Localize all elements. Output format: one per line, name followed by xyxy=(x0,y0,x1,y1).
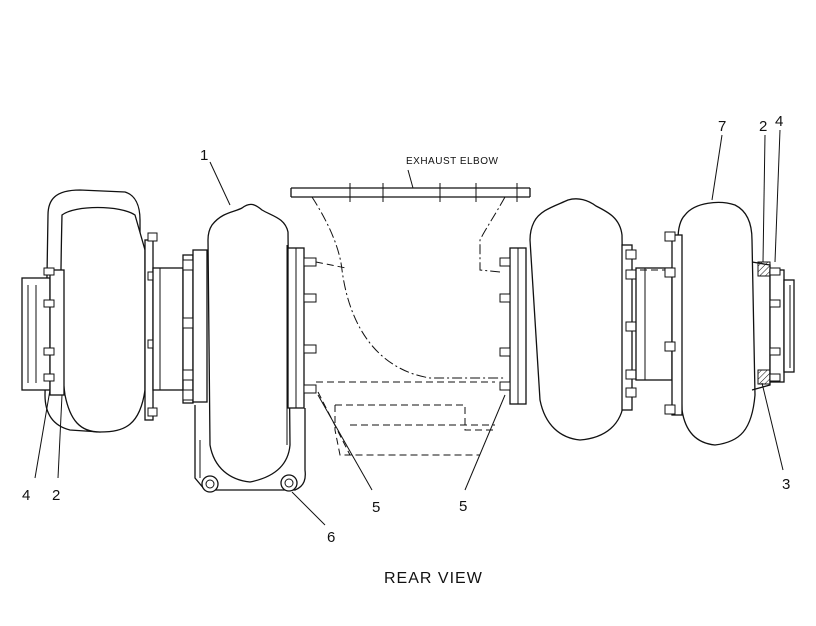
callout-3: 3 xyxy=(782,476,790,493)
view-title: REAR VIEW xyxy=(384,570,483,587)
callout-2-left: 2 xyxy=(52,487,60,504)
callout-7: 7 xyxy=(718,118,726,135)
callout-1: 1 xyxy=(200,147,208,164)
callout-5-right: 5 xyxy=(459,498,467,515)
exhaust-elbow xyxy=(290,169,531,456)
center-right-turbocharger xyxy=(499,198,673,441)
leader-lines xyxy=(34,129,784,526)
right-outer-turbocharger xyxy=(664,201,795,446)
left-outer-turbocharger xyxy=(21,189,184,433)
center-left-turbocharger xyxy=(182,203,317,493)
callout-4-left: 4 xyxy=(22,487,30,504)
callout-4-right: 4 xyxy=(775,113,783,130)
callout-5-left: 5 xyxy=(372,499,380,516)
exhaust-elbow-label: EXHAUST ELBOW xyxy=(406,156,499,167)
callout-6: 6 xyxy=(327,529,335,546)
callout-2-right: 2 xyxy=(759,118,767,135)
